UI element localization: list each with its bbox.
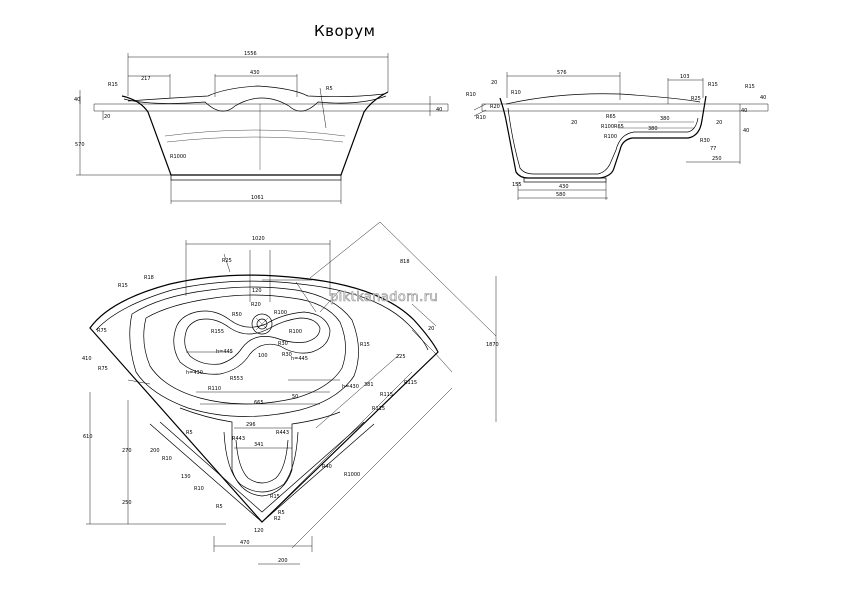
dim-label: 296 (246, 422, 256, 428)
dim-label: R10 (511, 90, 521, 96)
dim-label: 430 (250, 70, 260, 76)
dim-label: 40 (743, 128, 749, 134)
plan-view: piktkanadom.ru 1020 R18 R15 R75 R75 R115… (82, 221, 499, 565)
dim-label: R25 (691, 96, 701, 102)
dim-label: R30 (700, 138, 710, 144)
dim-label: 40 (74, 97, 80, 103)
end-view: 576 20 R10 R10 R10 103 R15 R15 40 40 R25… (466, 70, 769, 200)
dim-label: R15 (108, 82, 118, 88)
dim-label: 20 (571, 120, 577, 126)
dim-label: R553 (230, 376, 243, 382)
dim-label: R10 (162, 456, 172, 462)
dim-label: 225 (396, 354, 406, 360)
dim-label: 570 (75, 142, 85, 148)
dim-label: R20 (251, 302, 261, 308)
dim-label: R75 (97, 328, 107, 334)
dim-label: 818 (400, 259, 410, 265)
dim-label: R15 (360, 342, 370, 348)
dim-label: R155 (211, 329, 224, 335)
dim-label: 1020 (252, 236, 265, 242)
dim-label: 217 (141, 76, 151, 82)
dim-label: R30 (278, 341, 288, 347)
dim-label: 40 (436, 107, 442, 113)
dim-label: 100 (258, 353, 268, 359)
dim-label: 250 (712, 156, 722, 162)
dim-label: h=445 (291, 356, 308, 362)
dim-label: 1870 (486, 342, 499, 348)
dim-label: 576 (557, 70, 567, 76)
drawing-title: Кворум (314, 22, 375, 40)
dim-label: 380 (648, 126, 658, 132)
dim-label: h=445 (216, 349, 233, 355)
dim-label: R5 (278, 510, 285, 516)
dim-label: R1000 (170, 154, 186, 160)
dim-label: h=430 (186, 370, 203, 376)
dim-label: R110 (208, 386, 221, 392)
dim-label: R65 (606, 114, 616, 120)
dim-label: 200 (278, 558, 288, 564)
dim-label: R10 (194, 486, 204, 492)
dim-label: R15 (745, 84, 755, 90)
dim-label: 665 (254, 400, 264, 406)
dim-label: R100 (289, 329, 302, 335)
dim-label: 130 (181, 474, 191, 480)
dim-label: R100 (604, 134, 617, 140)
dim-label: 120 (252, 288, 262, 294)
dim-label: R100 (274, 310, 287, 316)
dim-label: R115 (372, 406, 385, 412)
dim-label: 1556 (244, 51, 257, 57)
dim-label: R15 (270, 494, 280, 500)
dim-label: R40 (322, 464, 332, 470)
dim-label: 1061 (251, 195, 264, 201)
dim-label: 155 (512, 182, 522, 188)
dim-label: R100 (601, 124, 614, 130)
dim-label: 270 (122, 448, 132, 454)
dim-label: R15 (708, 82, 718, 88)
dim-label: 40 (741, 108, 747, 114)
dim-label: 103 (680, 74, 690, 80)
dim-label: 580 (556, 192, 566, 198)
dim-label: 341 (254, 442, 264, 448)
dim-label: R443 (276, 430, 289, 436)
dim-label: R50 (232, 312, 242, 318)
dim-label: 20 (104, 114, 110, 120)
dim-label: R2 (274, 516, 281, 522)
dim-label: R443 (232, 436, 245, 442)
dim-label: R5 (186, 430, 193, 436)
dim-label: 20 (491, 80, 497, 86)
dim-label: 20 (716, 120, 722, 126)
dim-label: R65 (614, 124, 624, 130)
dim-label: R10 (476, 115, 486, 121)
dim-label: R15 (118, 283, 128, 289)
dim-label: R20 (490, 104, 500, 110)
dim-label: 77 (710, 146, 716, 152)
dim-label: 470 (240, 540, 250, 546)
dim-label: R5 (216, 504, 223, 510)
dim-label: R115 (380, 392, 393, 398)
dim-label: 40 (760, 95, 766, 101)
dim-label: R115 (404, 380, 417, 386)
dim-label: 410 (82, 356, 92, 362)
side-view: 1556 217 430 R15 40 570 20 R1000 40 1061… (74, 51, 449, 204)
dim-label: 200 (150, 448, 160, 454)
dim-label: R75 (98, 366, 108, 372)
dim-label: 380 (660, 116, 670, 122)
dim-label: 381 (364, 382, 374, 388)
watermark: piktkanadom.ru (330, 290, 438, 305)
dim-label: 120 (254, 528, 264, 534)
dim-label: 610 (83, 434, 93, 440)
dim-label: 20 (428, 326, 434, 332)
dim-label: 50 (292, 394, 298, 400)
dim-label: R18 (144, 275, 154, 281)
dim-label: 250 (122, 500, 132, 506)
dim-label: 430 (559, 184, 569, 190)
dim-label: R30 (282, 352, 292, 358)
dim-label: R1000 (344, 472, 360, 478)
dim-label: R25 (222, 258, 232, 264)
dim-label: R10 (466, 92, 476, 98)
dim-label: h=430 (342, 384, 359, 390)
dim-label: R5 (326, 86, 333, 92)
